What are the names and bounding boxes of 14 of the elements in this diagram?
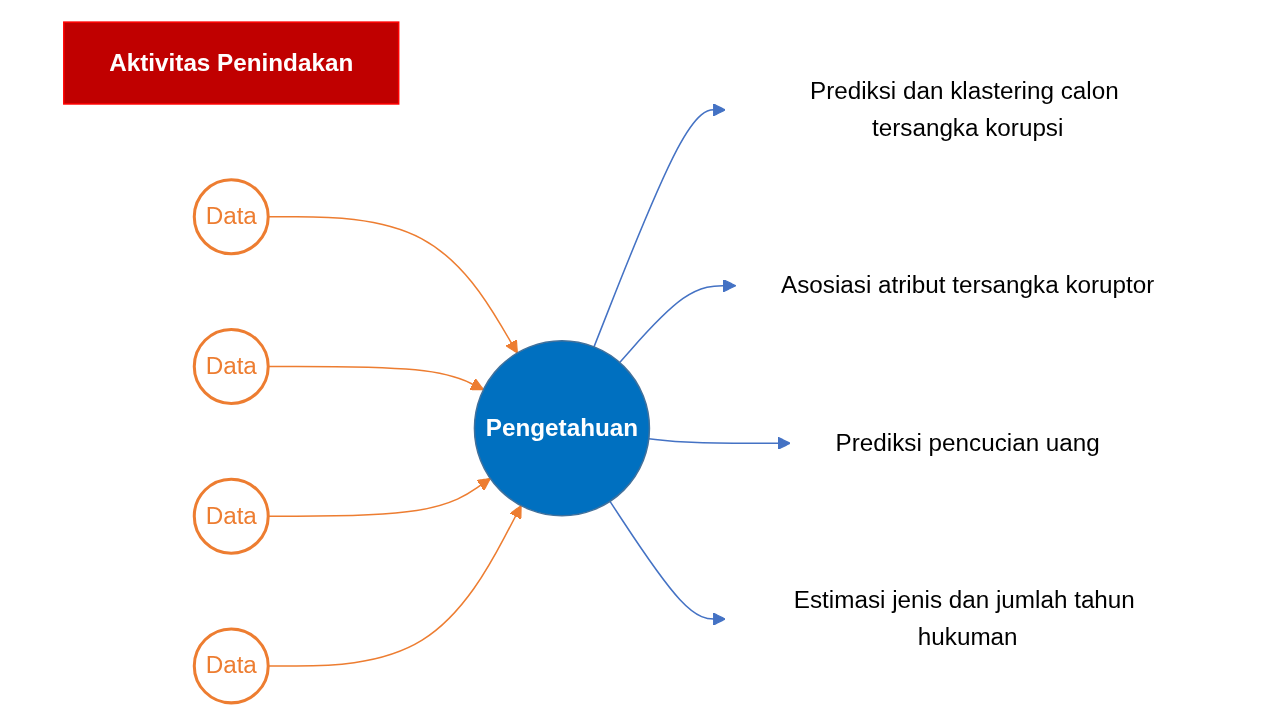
arrow [618,279,737,364]
node-circle: Pengetahuan [473,340,651,517]
node-box: Aktivitas Penindakan [63,21,400,105]
node-text: Estimasi jenis dan jumlah tahun hukuman [793,587,1135,650]
node-text: Asosiasi atribut tersangka koruptor [781,272,1155,298]
node-circle: Data [192,477,270,555]
node-circle: Data [192,627,270,705]
node-text: Prediksi dan klastering calon tersangka korupsi [809,78,1119,141]
arrow [593,103,726,348]
arrow [609,500,726,626]
node-text: Prediksi pencucian uang [835,429,1100,456]
node-circle: Data [192,178,270,256]
arrow [648,436,791,450]
node-circle: Data [192,327,270,405]
